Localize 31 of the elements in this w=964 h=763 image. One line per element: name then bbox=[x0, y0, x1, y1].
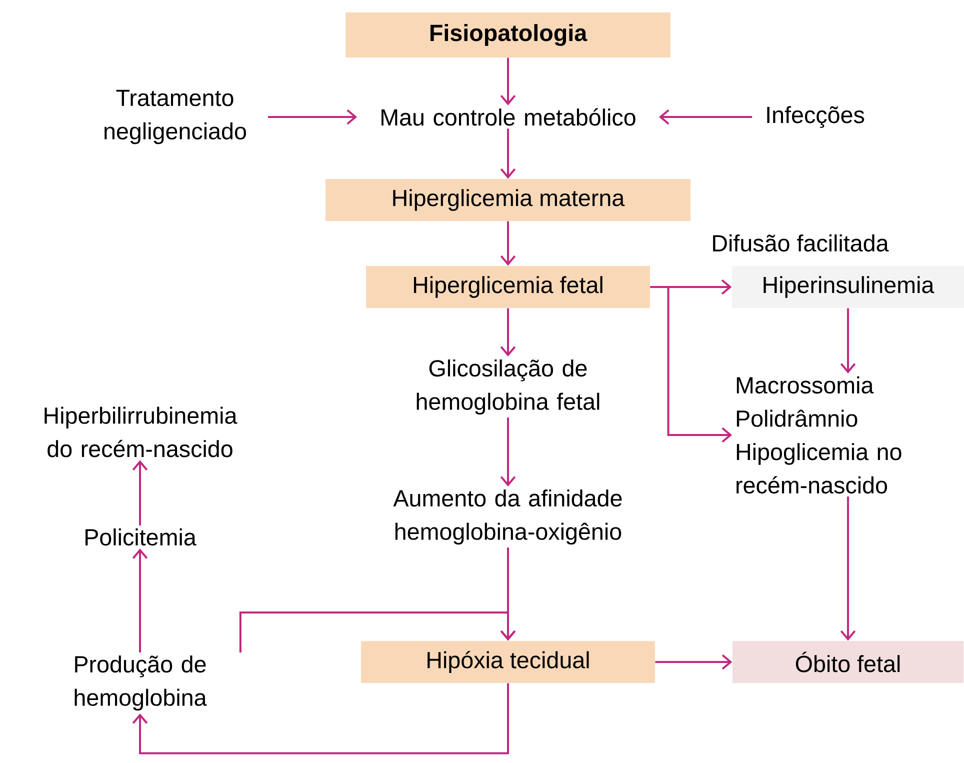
outcome-list: Macrossomia Polidrâmnio Hipoglicemia no recém-nascido bbox=[736, 376, 902, 494]
arrow bbox=[500, 128, 516, 179]
process-text: Policitemia bbox=[86, 528, 196, 546]
arrow bbox=[132, 460, 148, 526]
process-text: Aumento da afinidade hemoglobina-oxigênio bbox=[393, 489, 622, 545]
arrow bbox=[500, 221, 516, 266]
cause-text: Tratamento negligenciado bbox=[104, 90, 246, 144]
arrow bbox=[239, 612, 516, 653]
arrow bbox=[132, 683, 509, 754]
arrow bbox=[840, 308, 856, 374]
arrow bbox=[500, 308, 516, 357]
cause-text: Infecções bbox=[767, 106, 864, 128]
arrow bbox=[268, 109, 358, 125]
arrow bbox=[655, 654, 732, 670]
arrow bbox=[658, 109, 752, 125]
annotation-text: Difusão facilitada bbox=[713, 234, 889, 252]
process-box: Hipóxia tecidual bbox=[361, 641, 655, 683]
process-text: Mau controle metabólico bbox=[382, 108, 636, 126]
arrow bbox=[500, 417, 516, 487]
heading-box: Fisiopatologia bbox=[346, 12, 670, 58]
outcome-text: Hiperbilirrubinemia do recém-nascido bbox=[44, 406, 238, 458]
outcome-box: Óbito fetal bbox=[732, 641, 964, 683]
process-text: Glicosilação de hemoglobina fetal bbox=[416, 359, 600, 415]
process-box: Hiperglicemia materna bbox=[326, 179, 690, 221]
arrow bbox=[650, 286, 732, 443]
process-box: Hiperinsulinemia bbox=[732, 266, 964, 308]
arrow bbox=[500, 58, 516, 106]
process-box: Hiperglicemia fetal bbox=[366, 266, 650, 308]
arrow bbox=[840, 496, 856, 641]
arrow bbox=[132, 548, 148, 653]
process-text: Produção de hemoglobina bbox=[74, 655, 207, 711]
